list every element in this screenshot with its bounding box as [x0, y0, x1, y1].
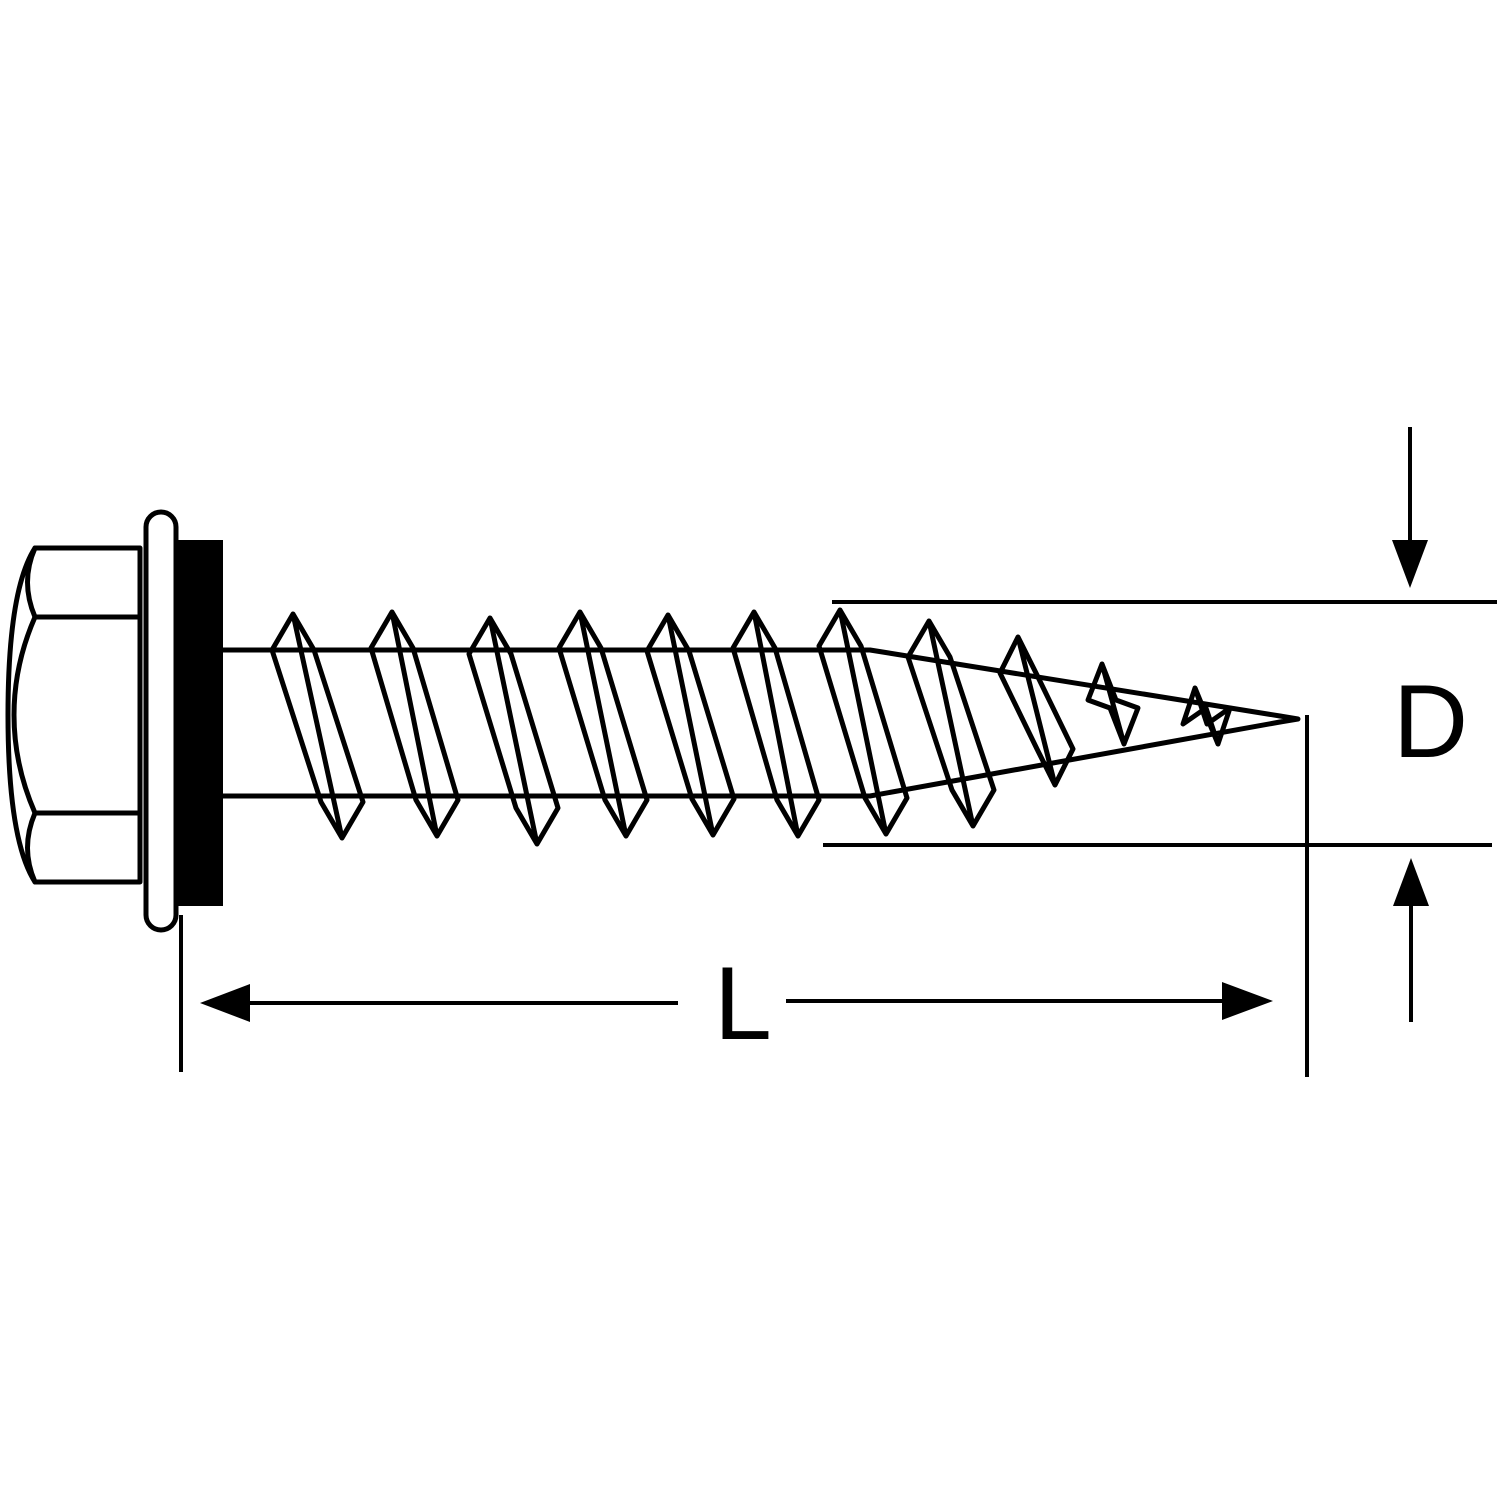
length-arrowhead-right [1222, 982, 1273, 1020]
thread-crest [368, 609, 461, 839]
thread-crest [1180, 685, 1233, 747]
thread-crest [816, 607, 910, 837]
length-arrowhead-left [200, 984, 250, 1022]
thread-crest [466, 615, 561, 847]
thread-crest [1085, 661, 1141, 747]
thread-crest [556, 609, 650, 839]
diameter-arrowhead-bottom [1393, 858, 1429, 906]
diameter-dimension [823, 427, 1497, 1022]
sealing-washer [176, 540, 223, 906]
screw-threads [269, 607, 1233, 847]
diameter-arrowhead-top [1392, 540, 1428, 588]
screw-shank [220, 647, 1301, 799]
thread-crest [905, 618, 997, 829]
thread-crest [997, 634, 1076, 788]
thread-crest [730, 609, 822, 839]
hex-head [5, 545, 143, 885]
washer-flange [143, 509, 179, 933]
thread-crest [644, 612, 737, 838]
length-dimension [179, 715, 1309, 1077]
length-label: L [714, 946, 772, 1062]
thread-crest [269, 611, 366, 841]
diameter-label: D [1393, 664, 1469, 780]
